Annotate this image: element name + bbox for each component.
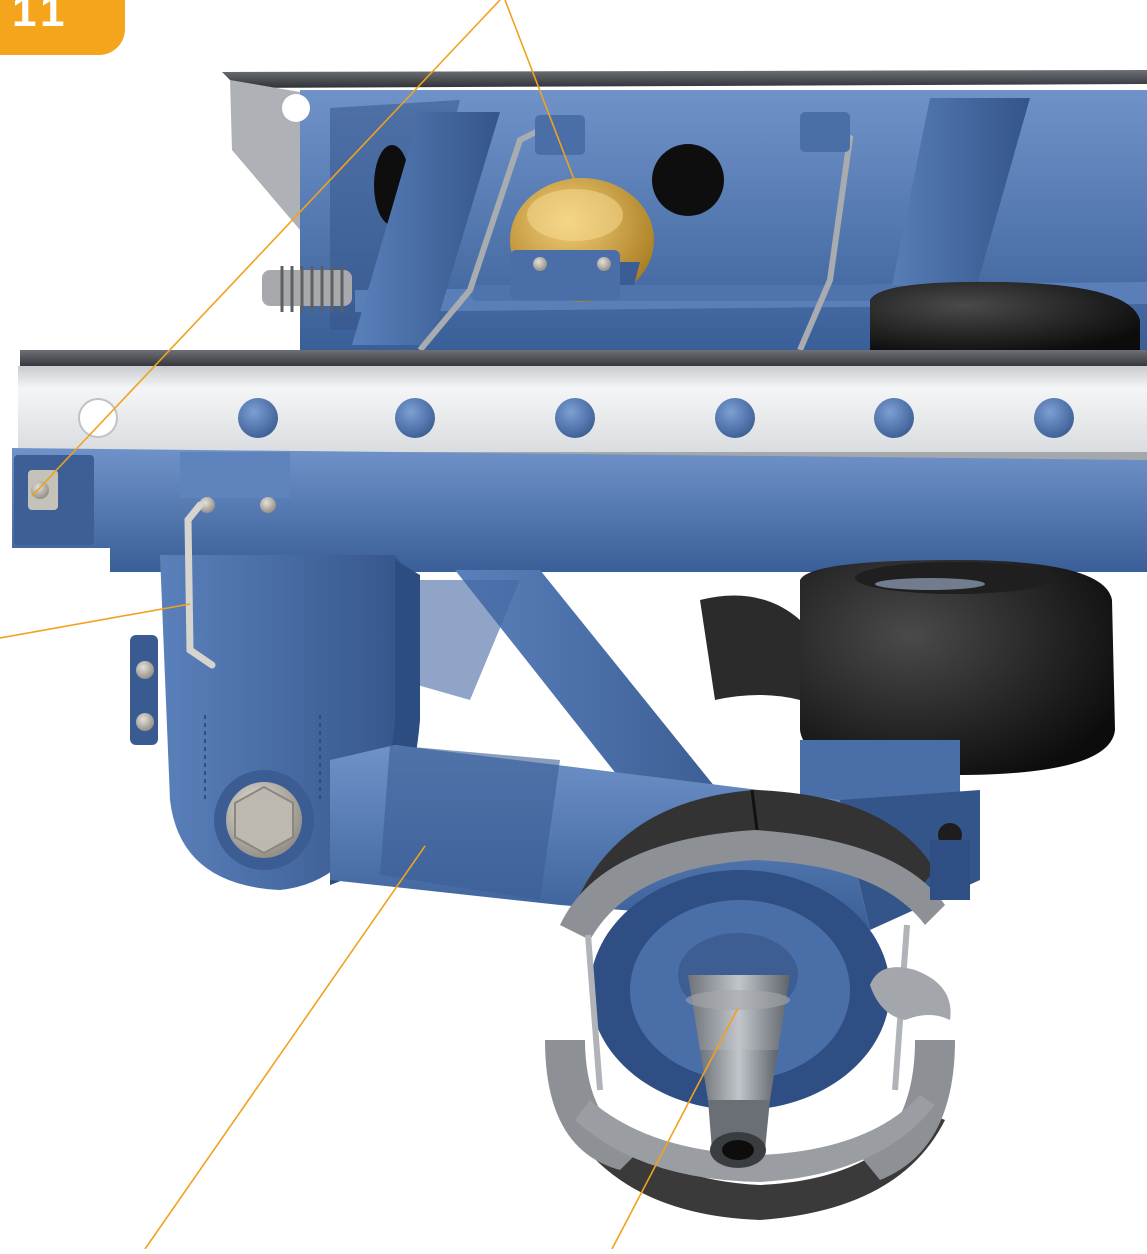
rear-air-spring	[870, 281, 1140, 350]
section-number-label: 11	[12, 0, 71, 36]
air-spring	[800, 560, 1115, 830]
frame-channel	[12, 448, 1147, 572]
section-number-badge: 11	[0, 0, 125, 55]
brake-chamber-callout	[504, 0, 576, 183]
return-spring	[262, 266, 352, 312]
callout-lines	[0, 0, 739, 1250]
brake-linkage	[417, 112, 910, 352]
trailing-arm-callout	[144, 845, 426, 1250]
axle-spindle-callout	[611, 1007, 739, 1250]
brake-assembly	[545, 789, 974, 1220]
height-control-rod	[184, 501, 216, 669]
pivot-bolt	[214, 770, 314, 870]
cross-strut	[352, 112, 500, 345]
chassis-rail	[18, 350, 1147, 460]
height-control-rod-callout	[0, 603, 191, 639]
frame-bracket-callout	[31, 0, 501, 497]
